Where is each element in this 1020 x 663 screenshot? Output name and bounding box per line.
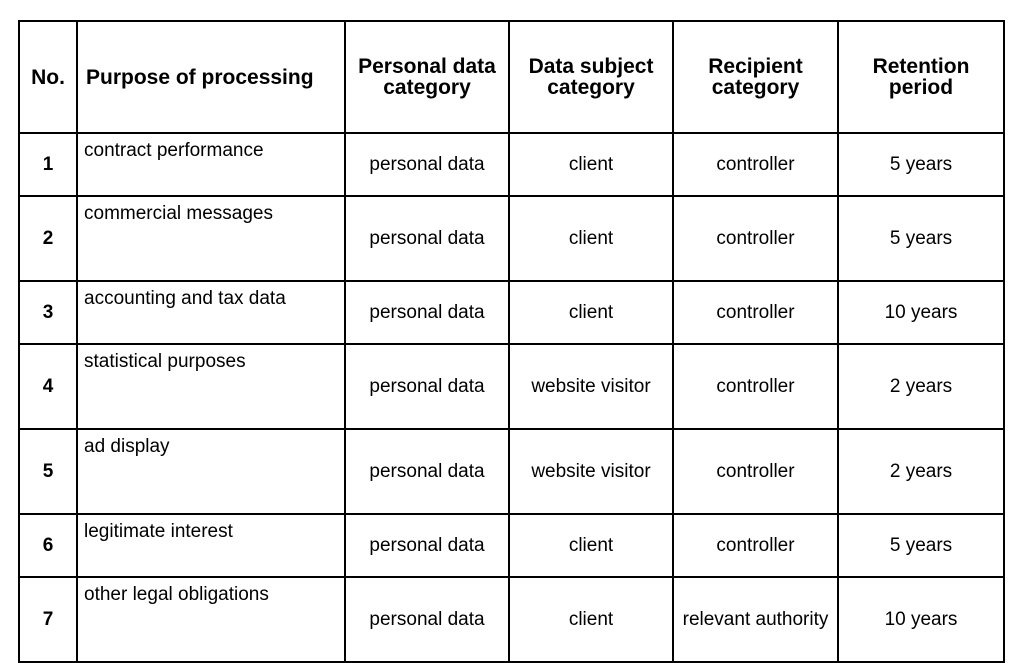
- data-subject-cell: website visitor: [508, 343, 674, 430]
- data-subject-cell: client: [508, 513, 674, 578]
- row-number: 5: [18, 428, 78, 515]
- table-row: 1 contract performance personal data cli…: [18, 132, 1005, 197]
- purpose-cell: legitimate interest: [76, 513, 346, 578]
- header-retention-period: Retention period: [837, 20, 1005, 134]
- recipient-cell: controller: [672, 195, 839, 282]
- header-data-subject-category: Data subject category: [508, 20, 674, 134]
- row-number: 6: [18, 513, 78, 578]
- row-number: 7: [18, 576, 78, 663]
- recipient-cell: controller: [672, 343, 839, 430]
- row-number: 2: [18, 195, 78, 282]
- recipient-cell: controller: [672, 280, 839, 345]
- row-number: 4: [18, 343, 78, 430]
- purpose-cell: contract performance: [76, 132, 346, 197]
- header-recipient-category: Recipient category: [672, 20, 839, 134]
- recipient-cell: controller: [672, 132, 839, 197]
- data-subject-cell: client: [508, 132, 674, 197]
- purpose-cell: commercial messages: [76, 195, 346, 282]
- table-row: 2 commercial messages personal data clie…: [18, 195, 1005, 282]
- table-row: 3 accounting and tax data personal data …: [18, 280, 1005, 345]
- retention-cell: 2 years: [837, 428, 1005, 515]
- data-subject-cell: client: [508, 195, 674, 282]
- table-row: 4 statistical purposes personal data web…: [18, 343, 1005, 430]
- recipient-cell: controller: [672, 513, 839, 578]
- personal-data-cell: personal data: [344, 343, 510, 430]
- row-number: 3: [18, 280, 78, 345]
- personal-data-cell: personal data: [344, 513, 510, 578]
- personal-data-cell: personal data: [344, 195, 510, 282]
- table-row: 7 other legal obligations personal data …: [18, 576, 1005, 663]
- table-row: 6 legitimate interest personal data clie…: [18, 513, 1005, 578]
- personal-data-cell: personal data: [344, 428, 510, 515]
- data-subject-cell: website visitor: [508, 428, 674, 515]
- header-purpose: Purpose of processing: [76, 20, 346, 134]
- recipient-cell: controller: [672, 428, 839, 515]
- purpose-cell: other legal obligations: [76, 576, 346, 663]
- recipient-cell: relevant authority: [672, 576, 839, 663]
- purpose-cell: accounting and tax data: [76, 280, 346, 345]
- header-personal-data-category: Personal data category: [344, 20, 510, 134]
- retention-cell: 5 years: [837, 513, 1005, 578]
- processing-records-table: No. Purpose of processing Personal data …: [18, 20, 1005, 663]
- data-subject-cell: client: [508, 576, 674, 663]
- purpose-cell: ad display: [76, 428, 346, 515]
- retention-cell: 2 years: [837, 343, 1005, 430]
- row-number: 1: [18, 132, 78, 197]
- table-row: 5 ad display personal data website visit…: [18, 428, 1005, 515]
- data-subject-cell: client: [508, 280, 674, 345]
- personal-data-cell: personal data: [344, 280, 510, 345]
- header-no: No.: [18, 20, 78, 134]
- retention-cell: 10 years: [837, 576, 1005, 663]
- purpose-cell: statistical purposes: [76, 343, 346, 430]
- retention-cell: 5 years: [837, 132, 1005, 197]
- header-row: No. Purpose of processing Personal data …: [18, 20, 1005, 134]
- retention-cell: 5 years: [837, 195, 1005, 282]
- personal-data-cell: personal data: [344, 576, 510, 663]
- personal-data-cell: personal data: [344, 132, 510, 197]
- retention-cell: 10 years: [837, 280, 1005, 345]
